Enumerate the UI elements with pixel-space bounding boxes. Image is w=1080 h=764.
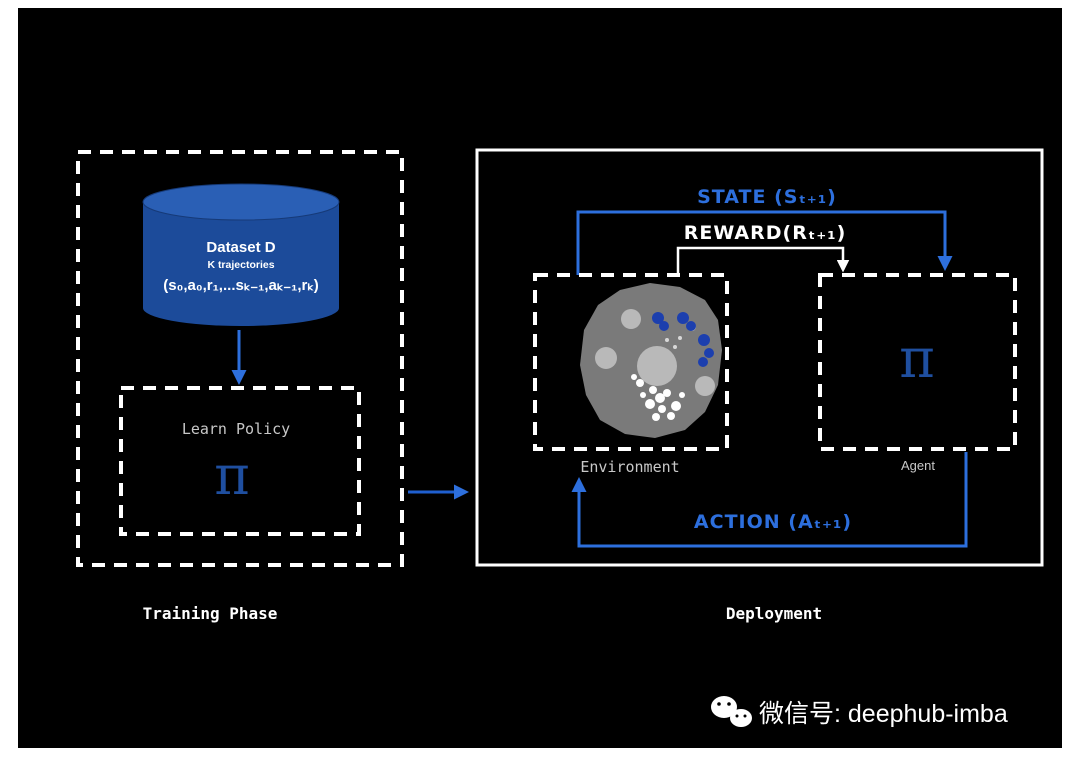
diagram-background bbox=[18, 8, 1062, 748]
agent-box bbox=[818, 273, 1017, 451]
dataset-sequence: (s₀,a₀,r₁,...sₖ₋₁,aₖ₋₁,rₖ) bbox=[163, 277, 319, 294]
agent-label: Agent bbox=[901, 458, 935, 473]
training-phase-frame bbox=[76, 150, 404, 567]
action-loop-line bbox=[571, 452, 968, 548]
dataset-cylinder bbox=[142, 183, 340, 326]
learn-policy-box bbox=[119, 386, 361, 536]
reward-loop-line bbox=[676, 246, 850, 275]
training-phase-label: Training Phase bbox=[143, 604, 278, 623]
dataset-title: Dataset D bbox=[206, 239, 275, 256]
watermark-text: 微信号: deephub-imba bbox=[759, 700, 1008, 728]
deployment-frame bbox=[475, 148, 1044, 567]
reward-label: REWARD(Rₜ₊₁) bbox=[684, 222, 847, 244]
agent-pi-symbol: π bbox=[899, 327, 935, 390]
wechat-icon bbox=[711, 696, 752, 727]
deployment-label: Deployment bbox=[726, 604, 822, 623]
state-label: STATE (Sₜ₊₁) bbox=[697, 186, 837, 208]
policy-pi-symbol: π bbox=[214, 444, 250, 507]
environment-box bbox=[533, 273, 729, 451]
action-label: ACTION (Aₜ₊₁) bbox=[694, 511, 852, 533]
environment-game-image bbox=[580, 283, 722, 438]
dataset-subtitle: K trajectories bbox=[207, 259, 274, 271]
environment-label: Environment bbox=[580, 458, 679, 476]
learn-policy-label: Learn Policy bbox=[182, 420, 290, 438]
state-loop-line bbox=[576, 210, 953, 275]
